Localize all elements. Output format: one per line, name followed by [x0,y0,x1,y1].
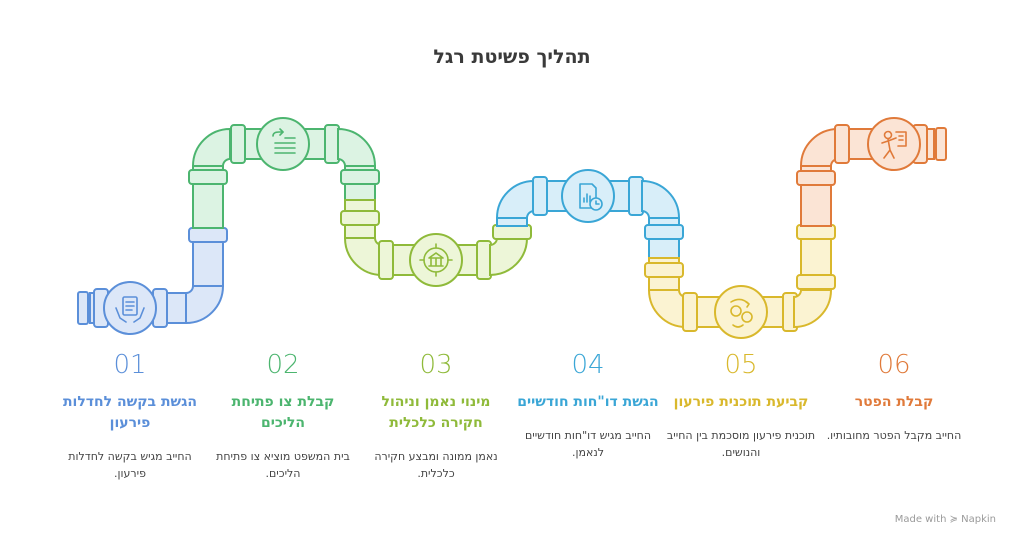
step-description: החייב מגיש דו"חות חודשיים לנאמן. [524,429,652,459]
pipe-segment-1 [77,224,228,335]
step-title: קביעת תוכנית פירעון [673,394,809,410]
step-description: תוכנית פירעון מוסכמת בין החייב והנושים. [666,429,816,459]
monthly-report-icon [579,183,603,211]
step-3: 03 מינוי נאמן וניהול חקירה כלכלית נאמן ממו… [361,350,511,482]
step-title: הגשת דו"חות חודשיים [517,394,659,410]
document-hands-icon [115,296,145,323]
step-title: קבלת צו פתיחת הליכים [231,394,335,431]
step-number: 02 [266,350,300,380]
step-2: 02 קבלת צו פתיחת הליכים בית המשפט מוציא צו… [208,350,358,482]
step-number: 01 [113,350,147,380]
pipe-segment-2 [188,117,380,229]
step-description: החייב מגיש בקשה לחדלות פירעון. [68,450,192,480]
pipe-segment-6 [796,117,947,227]
repayment-plan-icon [730,298,753,328]
page-title: תהליך פשיטת רגל [433,46,591,68]
step-4: 04 הגשת דו"חות חודשיים החייב מגיש דו"חות ח… [513,350,663,461]
step-number: 03 [419,350,453,380]
step-1: 01 הגשת בקשה לחדלות פירעון החייב מגיש בקשה… [55,350,205,482]
step-description: בית המשפט מוציא צו פתיחת הליכים. [216,450,350,480]
pipe-segment-5 [644,224,836,339]
step-title: הגשת בקשה לחדלות פירעון [62,394,198,431]
pipe-segment-3 [340,199,532,287]
step-number: 05 [724,350,758,380]
step-number: 04 [571,350,605,380]
step-description: החייב מקבל הפטר מחובותיו. [826,429,962,442]
step-title: מינוי נאמן וניהול חקירה כלכלית [381,394,491,431]
pipe-segment-4 [495,169,684,259]
step-title: קבלת הפטר [854,394,934,410]
discharge-icon [881,130,907,159]
step-description: נאמן ממונה ומבצע חקירה כלכלית. [374,450,498,480]
step-6: 06 קבלת הפטר החייב מקבל הפטר מחובותיו. [819,350,969,444]
made-with-napkin: Made with ≽ Napkin [894,514,996,525]
step-5: 05 קביעת תוכנית פירעון תוכנית פירעון מוסכמ… [666,350,816,461]
bank-target-icon [419,243,453,277]
step-number: 06 [877,350,911,380]
court-order-icon [272,128,296,154]
